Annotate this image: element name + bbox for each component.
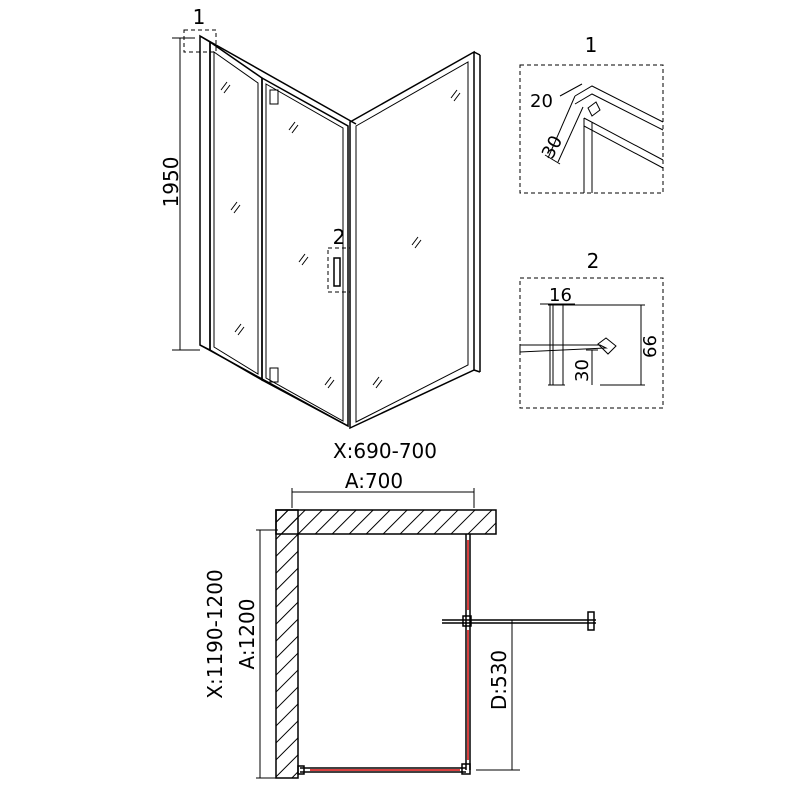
detail-2-dim-66: 66 <box>640 335 661 358</box>
plan-glass <box>297 534 471 775</box>
elevation-view <box>172 29 481 430</box>
detail-2-frame <box>519 277 664 409</box>
detail-1-dim-30: 30 <box>538 132 567 162</box>
plan-dimensions <box>256 488 520 779</box>
callout-box-1 <box>183 29 217 53</box>
plan-depth-label: A:1200 <box>235 599 259 670</box>
width-range-label: X:690-700 <box>333 439 437 463</box>
detail-2-title: 2 <box>587 249 600 273</box>
wall-top <box>275 509 497 535</box>
detail-2-dim-30: 30 <box>572 359 593 382</box>
return-side-panel <box>349 50 481 430</box>
wall-left <box>275 509 299 779</box>
detail-1-frame <box>519 64 664 194</box>
callout-label-2: 2 <box>333 225 346 249</box>
detail-1-dim-20: 20 <box>530 91 553 112</box>
plan-view <box>256 488 596 779</box>
hinged-door-panel <box>261 76 349 428</box>
detail-2 <box>519 277 664 409</box>
plan-door-offset-label: D:530 <box>487 650 511 710</box>
glass-reflections <box>220 81 461 389</box>
plan-width-label: A:700 <box>345 469 403 493</box>
detail-1 <box>519 64 664 194</box>
height-label: 1950 <box>159 157 183 208</box>
callout-label-1: 1 <box>193 5 206 29</box>
detail-2-dim-16: 16 <box>549 285 572 306</box>
callout-box-2 <box>327 247 351 293</box>
detail-1-title: 1 <box>585 33 598 57</box>
plan-open-door <box>442 611 596 631</box>
plan-range-label: X:1190-1200 <box>203 569 227 698</box>
